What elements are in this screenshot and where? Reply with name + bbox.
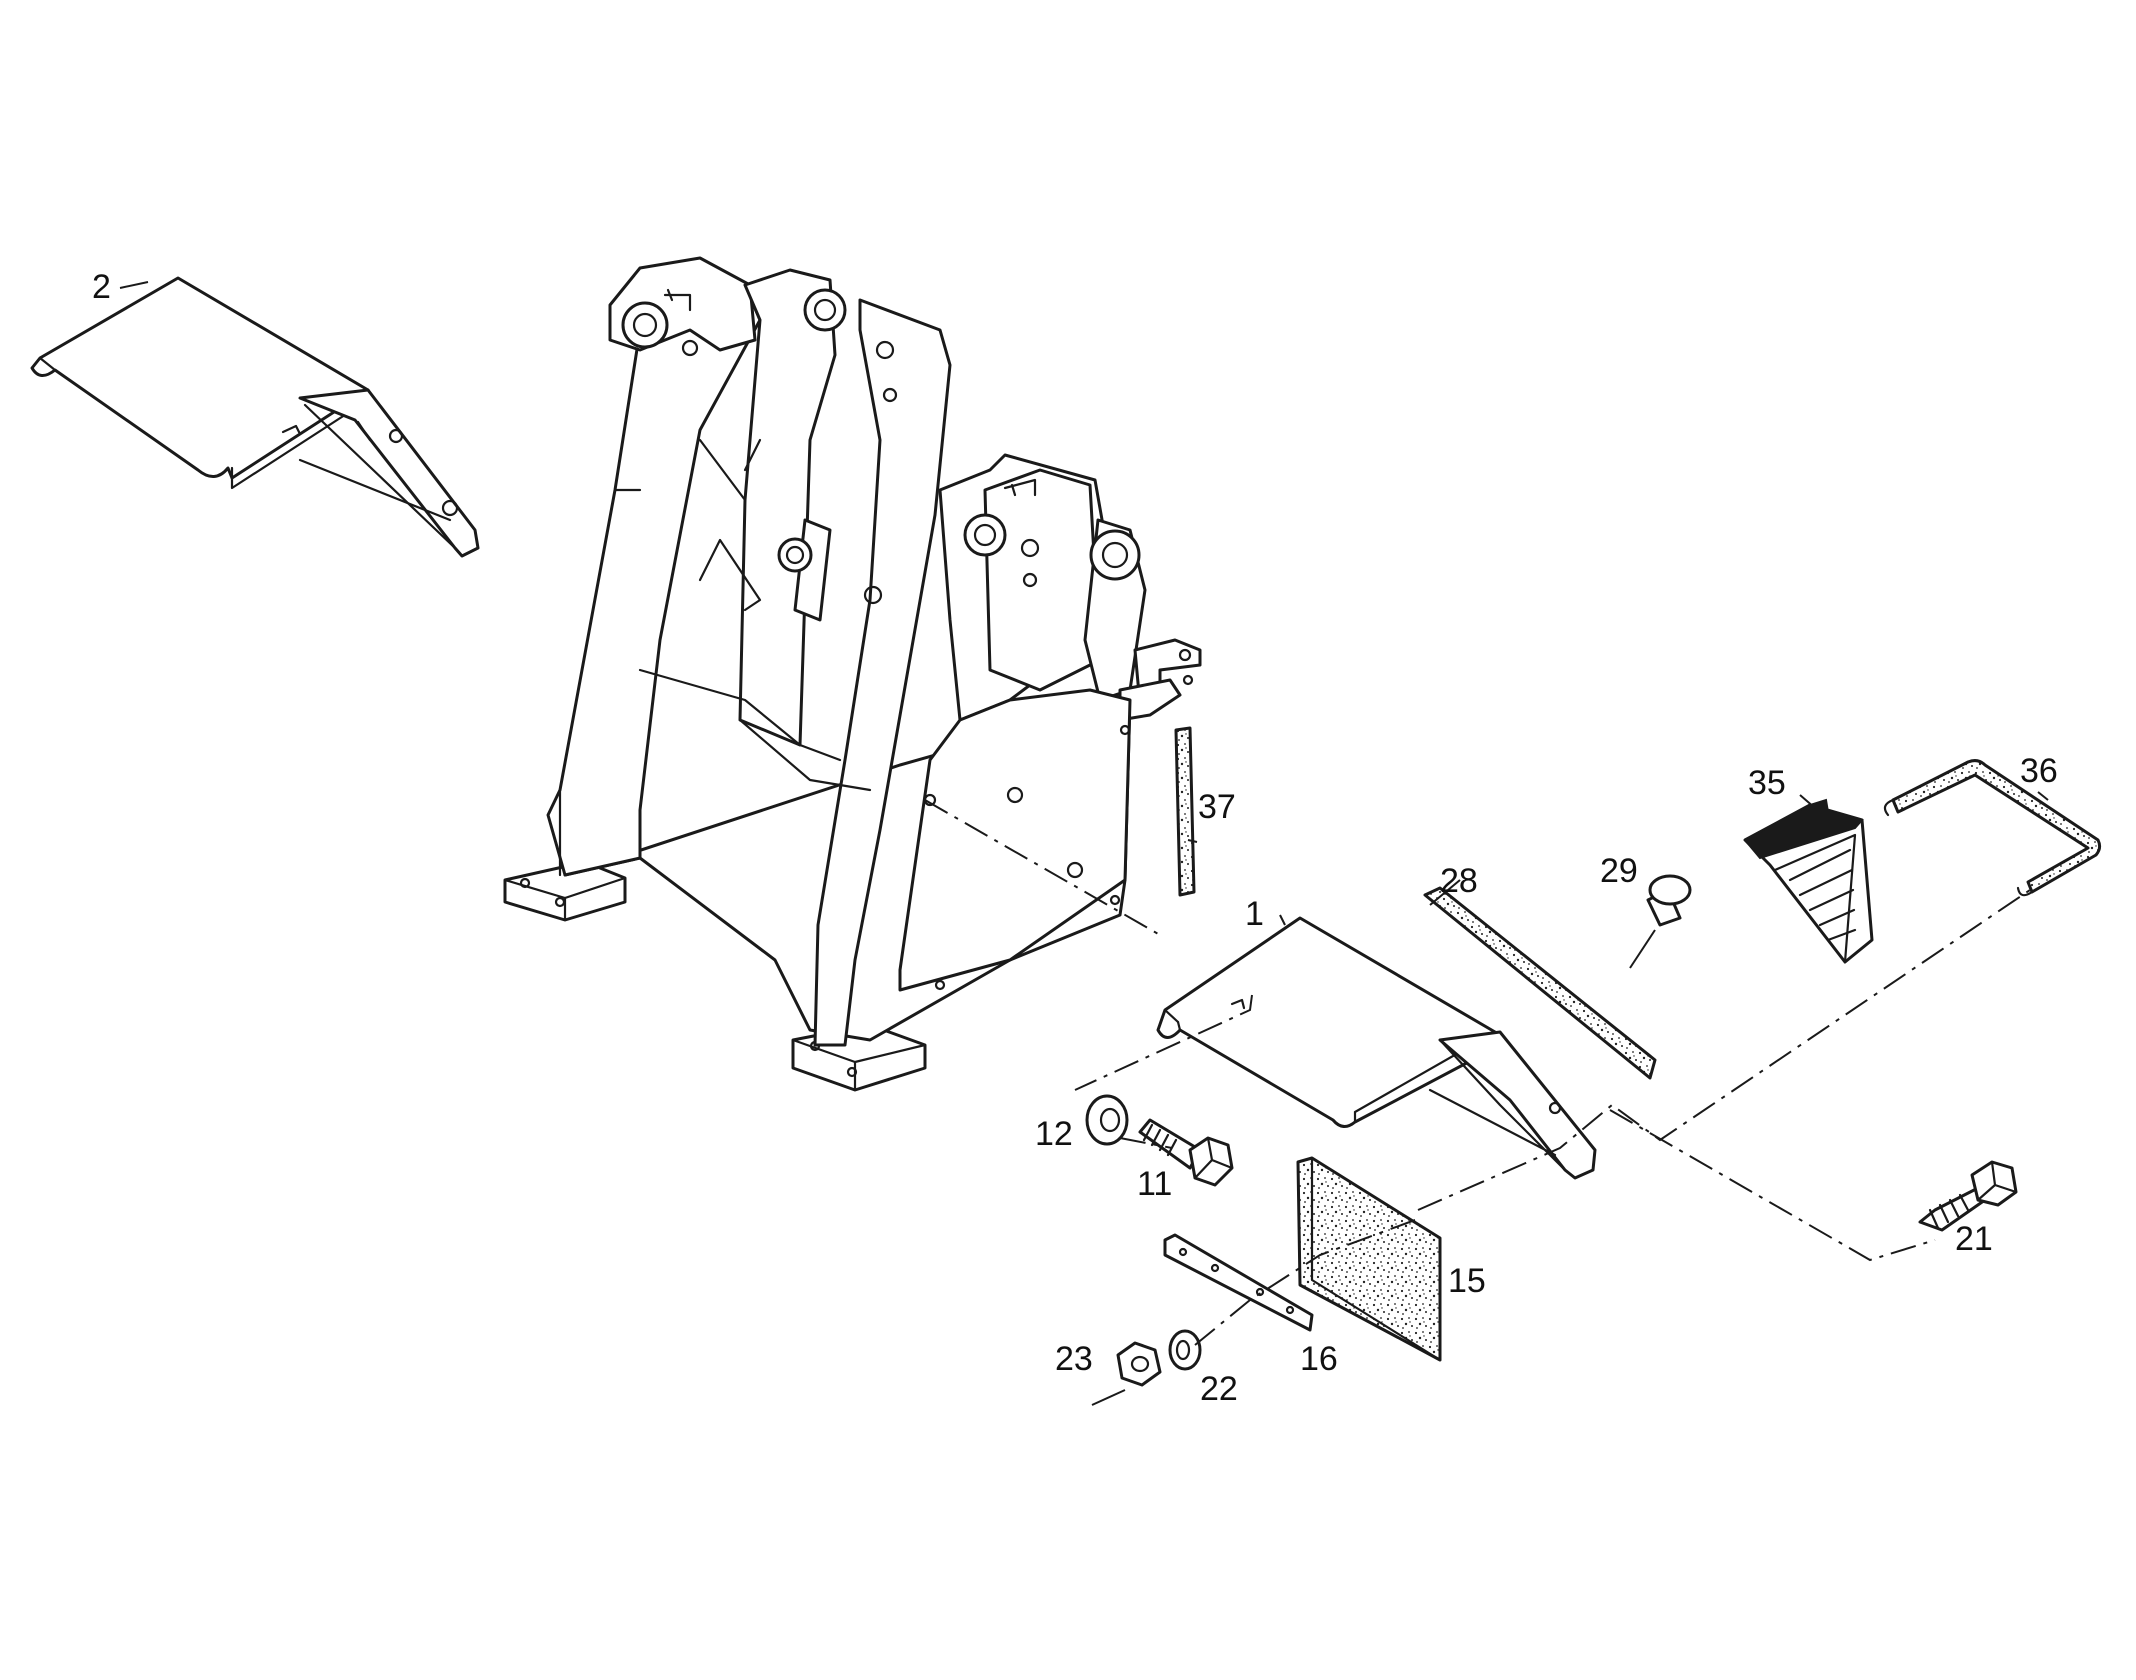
- callout-labels: 2 37 28 29 35 36 1 12 11 15 21 16 23 22: [92, 268, 2058, 1408]
- main-frame: [503, 256, 1202, 1092]
- part-16-bar: [1163, 1233, 1314, 1332]
- part-22-washer: [1168, 1329, 1202, 1371]
- callout-1: 1: [1245, 895, 1264, 933]
- part-11-bolt: [1138, 1118, 1234, 1187]
- callout-37: 37: [1198, 788, 1236, 826]
- part-15-pad: [1296, 1156, 1442, 1362]
- callout-15: 15: [1448, 1262, 1486, 1300]
- part-2-step: [30, 276, 480, 558]
- callout-36: 36: [2020, 752, 2058, 790]
- part-1-step: [1156, 916, 1597, 1180]
- part-23-nut: [1116, 1341, 1162, 1387]
- callout-28: 28: [1440, 862, 1478, 900]
- part-21-bolt: [1918, 1160, 2018, 1232]
- part-28-pad: [1423, 886, 1657, 1080]
- part-12-washer: [1085, 1094, 1129, 1146]
- callout-35: 35: [1748, 764, 1786, 802]
- callout-16: 16: [1300, 1340, 1338, 1378]
- part-35-chock: [1743, 798, 1874, 964]
- part-36-bracket: [1883, 759, 2102, 897]
- callout-2: 2: [92, 268, 111, 306]
- callout-12: 12: [1035, 1115, 1073, 1153]
- callout-21: 21: [1955, 1220, 1993, 1258]
- leader-lines: [119, 281, 2049, 969]
- callout-22: 22: [1200, 1370, 1238, 1408]
- callout-11: 11: [1137, 1165, 1172, 1203]
- part-29-pin: [1646, 874, 1692, 927]
- callout-23: 23: [1055, 1340, 1093, 1378]
- assembly-centerlines: [924, 799, 2031, 1406]
- callout-29: 29: [1600, 852, 1638, 890]
- part-37-strip: [1174, 726, 1196, 897]
